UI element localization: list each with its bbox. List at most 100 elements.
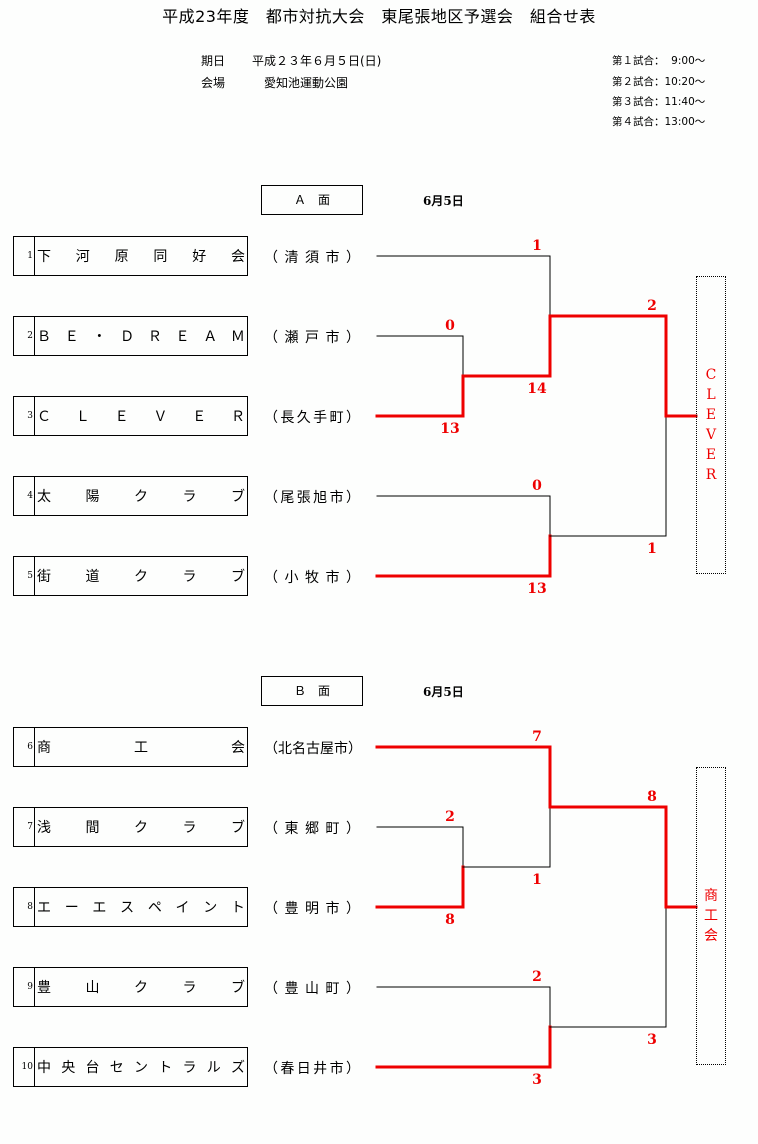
team-name-char: ブ [231,820,245,836]
champion-char: C [705,367,717,383]
team-name-char: ラ [182,1060,197,1076]
team-name-char: 原 [114,249,129,265]
team-name-char: ラ [182,569,197,585]
team-name-char: ・ [92,329,107,345]
team-name-char: 同 [153,249,168,265]
team-name-char: 会 [230,249,245,265]
team-number: 10 [14,1048,35,1086]
team-name-char: Ｅ [175,329,190,345]
team-name-char: 工 [134,740,148,756]
team-name-char: 豊 [37,980,51,996]
team-name-char: 央 [61,1060,76,1076]
court-b-champion-box: 商工会 [696,767,726,1065]
team-name-char: ラ [182,980,197,996]
team-name-char: ブ [231,569,245,585]
team-name-char: エ [37,900,51,916]
score-label: 14 [527,381,547,397]
team-number: 8 [14,888,35,926]
team-name-char: 会 [231,740,245,756]
champion-char: 会 [704,928,718,944]
schedule-game-3: 第３試合：11:40～ [612,96,706,108]
court-b-date: 6月5日 [423,685,464,699]
team-name-char: 陽 [85,489,100,505]
champion-char: 工 [704,908,718,924]
team-name-char: Ｍ [230,329,245,345]
score-label: 0 [532,478,542,494]
team-name-char: Ｖ [153,409,168,425]
team-name-char: 台 [85,1060,100,1076]
team-city: （豊明市） [264,901,360,917]
team-name-char: 河 [75,249,90,265]
score-label: 13 [440,421,459,437]
champion-char: 商 [704,888,718,904]
team-name-char: セ [109,1060,124,1076]
team-name-char: 道 [85,569,100,585]
team-name-char: Ｂ [37,329,51,345]
score-label: 2 [445,809,455,825]
team-name-char: ン [134,1060,148,1076]
team-number: 3 [14,397,35,435]
team-number: 9 [14,968,35,1006]
score-label: 2 [647,298,657,314]
score-label: 0 [445,318,455,334]
team-number: 4 [14,477,35,515]
schedule-game-4: 第４試合：13:00～ [612,116,706,128]
champion-char: L [706,387,716,403]
team-name-char: Ｄ [120,329,135,345]
team-city: （北名古屋市） [264,741,362,757]
champion-char: E [705,447,717,463]
team-name: 中央台セントラルズ [35,1048,247,1086]
score-label: 1 [647,541,657,557]
score-label: 8 [647,789,657,805]
score-label: 3 [532,1072,542,1088]
champion-char: V [705,427,717,443]
team-name: 下河原同好会 [35,237,247,275]
team-number: 7 [14,808,35,846]
team-name-char: 山 [85,980,100,996]
court-a-label: Ａ 面 [261,185,363,215]
team-name: 浅間クラブ [35,808,247,846]
team-name-char: ル [206,1060,221,1076]
venue-label: 会場 [201,76,226,90]
team-name: エーエスペイント [35,888,247,926]
page-title: 平成23年度 都市対抗大会 東尾張地区予選会 組合せ表 [162,7,596,26]
team-name-char: ン [203,900,218,916]
score-label: 1 [532,872,542,888]
team-number: 2 [14,317,35,355]
date-value: 平成２３年６月５日(日) [252,54,382,68]
team-name-char: Ｃ [37,409,51,425]
team-name-char: 下 [37,249,51,265]
team-city: （豊山町） [264,981,360,997]
team-name: 商工会 [35,728,247,766]
team-name-char: 中 [37,1060,51,1076]
team-name: 太陽クラブ [35,477,247,515]
score-label: 7 [532,729,542,745]
team-city: （小牧市） [264,570,360,586]
team-name-char: ラ [182,489,197,505]
schedule-game-2: 第２試合：10:20～ [612,76,706,88]
team-name-char: 街 [37,569,51,585]
court-b-label: Ｂ 面 [261,676,363,706]
score-label: 1 [532,238,542,254]
team-city: （東郷町） [264,821,360,837]
score-label: 2 [532,969,542,985]
team-name-char: Ｒ [230,409,245,425]
venue-value: 愛知池運動公園 [264,76,349,90]
team-name: 街道クラブ [35,557,247,595]
team-name-char: Ｅ [114,409,129,425]
team-name-char: ト [158,1060,173,1076]
team-number: 6 [14,728,35,766]
team-name-char: Ｅ [64,329,79,345]
team-number: 1 [14,237,35,275]
team-name-char: 商 [37,740,51,756]
score-label: 13 [527,581,546,597]
champion-char: R [705,467,717,483]
team-name-char: イ [175,900,190,916]
